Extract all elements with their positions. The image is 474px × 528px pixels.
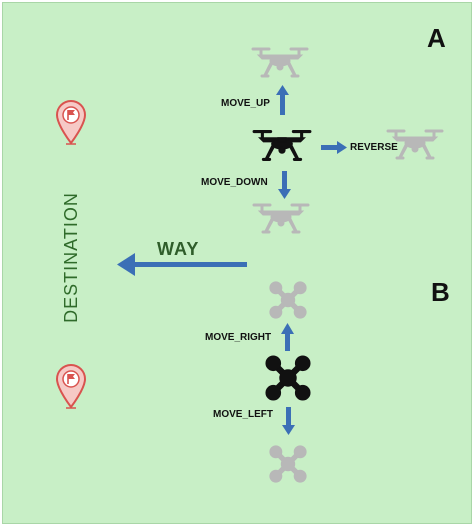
- label-reverse: REVERSE: [350, 142, 398, 153]
- label-move-up: MOVE_UP: [221, 98, 270, 109]
- label-move-down: MOVE_DOWN: [201, 177, 268, 188]
- drone-ghost-left: [270, 446, 306, 482]
- location-pin-icon-bottom: [56, 364, 86, 409]
- location-pin-icon-top: [56, 100, 86, 145]
- destination-label-wrap: DESTINATION: [11, 192, 131, 323]
- arrow-down-b: [282, 407, 295, 435]
- label-move-left: MOVE_LEFT: [213, 409, 274, 420]
- way-arrow: [117, 253, 247, 276]
- arrow-up-b: [281, 323, 294, 351]
- drone-ghost-right: [270, 282, 306, 318]
- drone-active-top: [266, 356, 310, 400]
- panel-label-b: B: [431, 277, 450, 307]
- drone-active-side: [252, 129, 312, 161]
- label-destination: DESTINATION: [60, 191, 81, 323]
- arrow-down-a: [278, 171, 291, 199]
- label-move-right: MOVE_RIGHT: [205, 332, 272, 343]
- panel-label-a: A: [427, 23, 446, 53]
- arrow-right-reverse: [321, 141, 347, 154]
- drone-ghost-up: [251, 47, 309, 78]
- drone-ghost-down: [252, 203, 310, 234]
- diagram-graphics: [56, 47, 444, 525]
- arrow-up-a: [276, 85, 289, 115]
- label-way: WAY: [157, 239, 200, 259]
